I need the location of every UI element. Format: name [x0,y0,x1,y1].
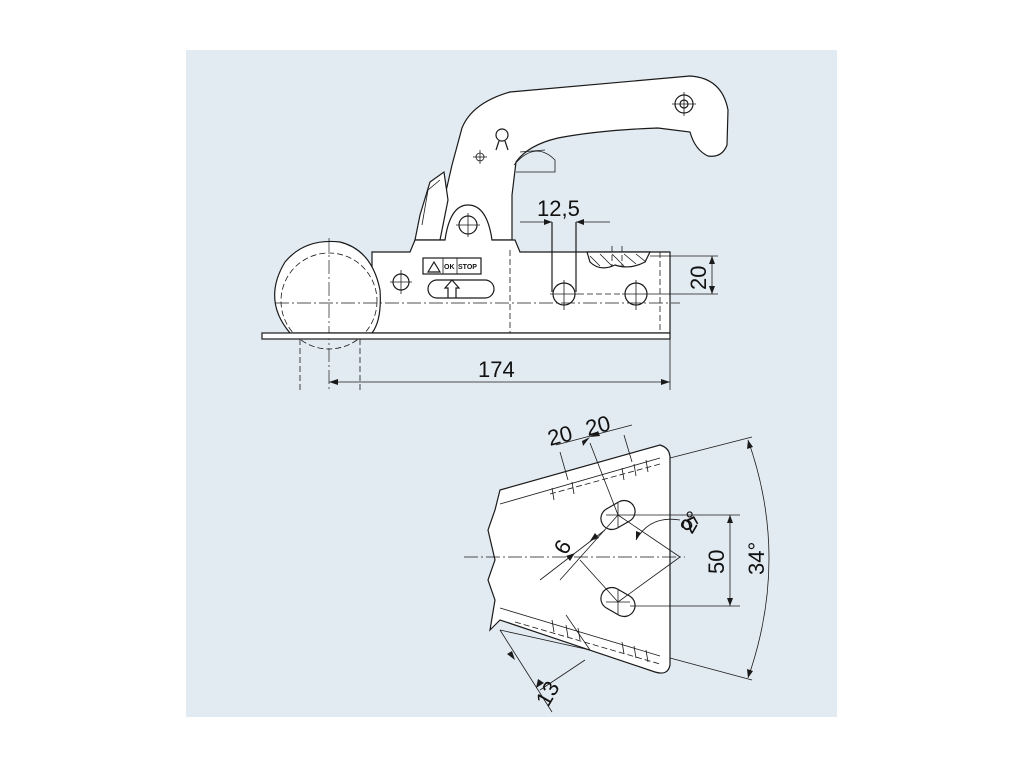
dim-length-label: 174 [478,357,515,382]
dim-angle-large-label: 34° [744,542,769,575]
stop-label: STOP [458,264,477,271]
slot-hole-upper [600,499,636,531]
handle-latch [513,150,556,173]
dim-flange-label: 13 [531,677,565,711]
warning-icon [426,260,442,273]
keyhole [495,128,509,142]
handle-lever [432,75,729,241]
base-plate [261,332,671,340]
coupling-body [371,204,671,334]
indicator-label [422,257,482,275]
section-cut [586,251,651,269]
flange-plan-view: 20 20 6 5 2° 50 34° 13 [464,410,770,713]
arrow-up-icon [443,279,461,298]
dim-angle-small-label: 2° [675,507,707,538]
indicator-window [427,279,495,299]
ball-housing [274,240,381,334]
dim-offset-1-label: 20 [545,420,575,450]
dim-height-label: 20 [686,266,711,290]
ok-label: OK [444,264,455,271]
slot-hole-lower [600,586,636,618]
dim-spacing-label: 50 [704,550,729,574]
dim-pitch-label: 12,5 [537,196,580,221]
dim-offset-2-label: 20 [583,410,613,440]
coupling-side-view: OK STOP 12,5 [261,75,729,392]
